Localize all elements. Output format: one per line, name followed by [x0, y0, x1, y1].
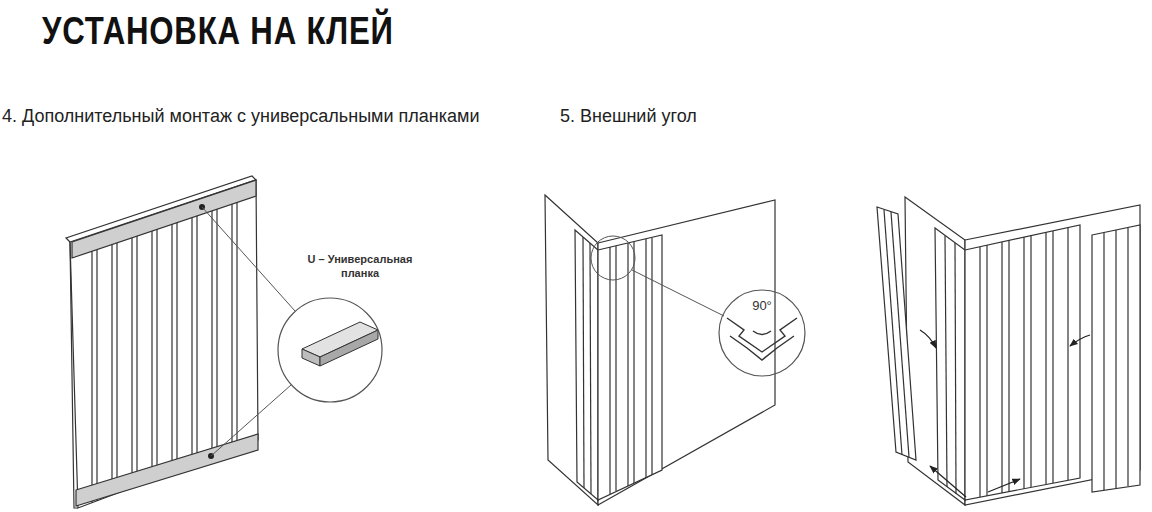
wall-right	[965, 205, 1140, 505]
slat-line	[151, 215, 152, 480]
callout-circle: U – Универсальная планка	[300, 252, 420, 404]
panel-outline	[70, 180, 258, 508]
slat-line	[136, 220, 137, 486]
page-title: УСТАНОВКА НА КЛЕЙ	[42, 10, 394, 53]
arrow	[930, 466, 966, 497]
slat-line	[1045, 232, 1046, 484]
profile-line	[730, 336, 794, 360]
slat-line	[583, 237, 584, 488]
leader-line	[211, 385, 291, 456]
slat-line	[111, 228, 112, 495]
arrow	[988, 479, 1020, 492]
slat-line	[116, 226, 117, 493]
slat-line	[156, 213, 157, 478]
profile-line	[727, 318, 797, 352]
motion-arrows	[920, 330, 1090, 497]
universal-plank	[76, 434, 258, 506]
part-name: U – Универсальная планка	[300, 252, 420, 281]
slat-line	[1052, 231, 1053, 483]
slat-line	[615, 246, 616, 491]
slat-line	[176, 206, 177, 471]
slat-line	[131, 221, 132, 488]
angle-arc	[753, 331, 771, 335]
slat-line	[609, 247, 610, 494]
slat-line	[196, 200, 197, 463]
slat-line	[633, 242, 634, 483]
slat-line	[645, 239, 646, 478]
slat-line	[955, 243, 956, 494]
arrow	[920, 330, 936, 348]
slat-line	[1103, 233, 1104, 490]
callout-circle: 90°	[719, 290, 805, 378]
loose-slat	[1092, 225, 1140, 492]
slat-line	[1023, 237, 1024, 489]
plank-face	[320, 330, 378, 366]
wall-left	[545, 195, 598, 505]
plank-detail	[302, 322, 378, 366]
slat-line	[91, 235, 92, 503]
slat-panel	[66, 176, 258, 508]
slat-line	[651, 238, 652, 475]
slat-line	[986, 245, 987, 496]
zoom-circle	[719, 290, 805, 376]
slat-block	[598, 235, 662, 500]
slat-line	[96, 233, 97, 501]
slat-line	[891, 212, 909, 457]
slat-line	[945, 236, 947, 487]
wall-right	[598, 200, 775, 505]
slat-line	[236, 186, 237, 448]
arrow	[1070, 335, 1090, 346]
slat-line	[979, 247, 980, 497]
slat-line	[1008, 240, 1009, 492]
slat-block	[935, 228, 965, 500]
leader-line	[202, 207, 295, 311]
slat-line	[590, 243, 591, 494]
loose-slat	[877, 207, 916, 460]
panel-edge	[70, 242, 78, 508]
corner-assembled	[545, 195, 775, 505]
angle-label: 90°	[719, 298, 805, 315]
slat-line	[627, 243, 628, 486]
slat-line	[1001, 242, 1002, 493]
slat-line	[1030, 235, 1031, 487]
slat-line	[231, 188, 232, 450]
leader-line	[632, 270, 724, 316]
zoom-circle	[278, 298, 382, 402]
zoom-circle	[591, 236, 635, 280]
panel-edge	[66, 176, 256, 242]
slat-line	[191, 201, 192, 465]
slat-line	[1127, 228, 1128, 486]
corner-exploded	[877, 197, 1140, 505]
plank-face	[302, 349, 320, 366]
universal-plank	[72, 180, 256, 258]
step-heading: 5. Внешний угол	[560, 106, 697, 127]
slat-line	[1067, 228, 1068, 480]
step-heading: 4. Дополнительный монтаж с универсальным…	[2, 106, 479, 127]
slat-block	[965, 225, 1080, 500]
slat-line	[216, 193, 217, 455]
joint-profile	[727, 318, 797, 360]
slat-line	[171, 208, 172, 472]
slat-line	[1115, 230, 1116, 488]
slat-line	[211, 195, 212, 457]
